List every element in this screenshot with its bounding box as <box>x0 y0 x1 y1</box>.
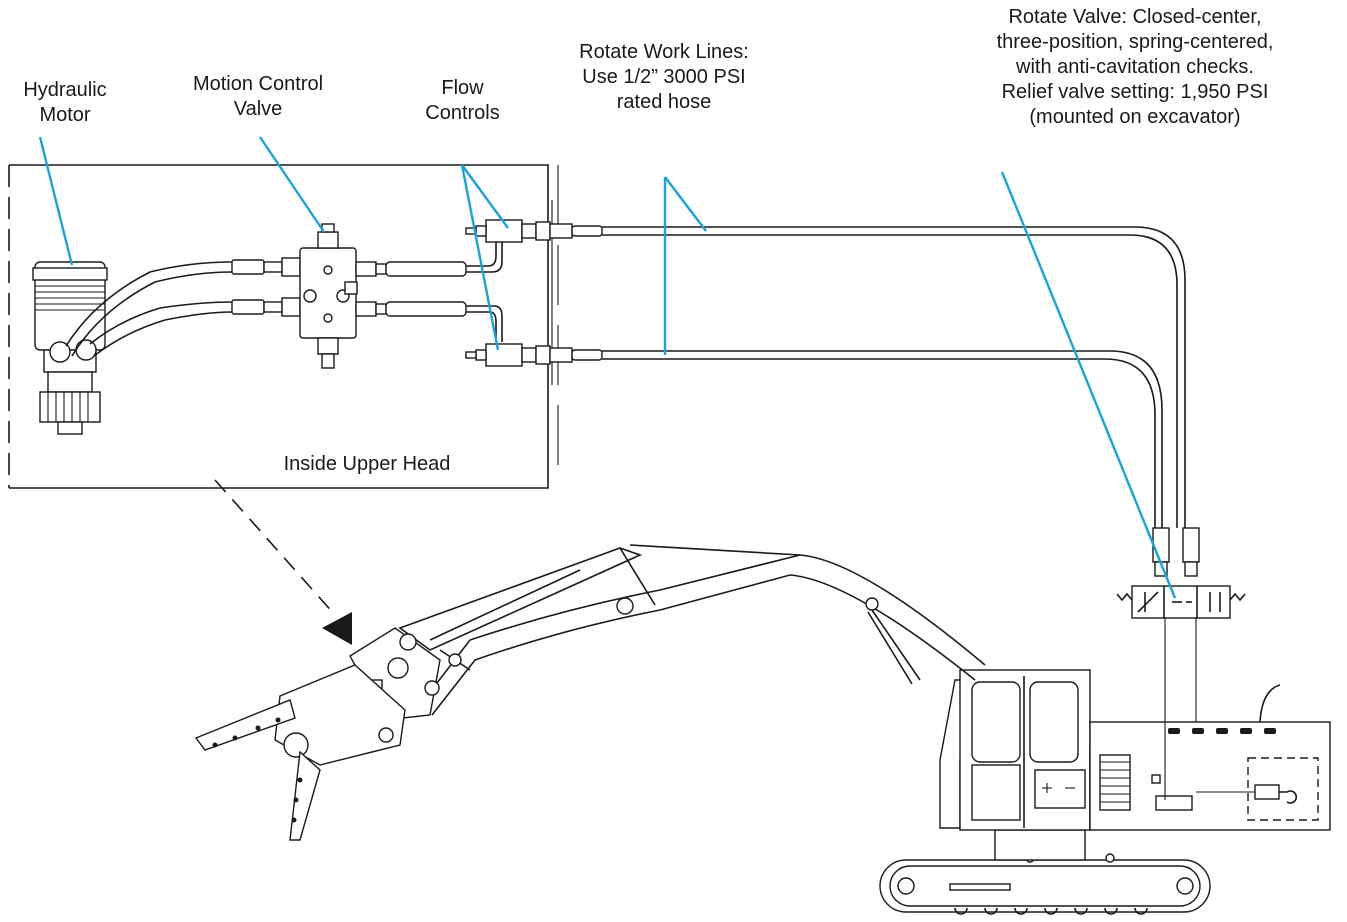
motion-control-valve <box>299 223 377 369</box>
inset-pointer-arrow <box>214 479 352 645</box>
hydraulic-motor <box>32 261 108 435</box>
label-rotate-work-lines: Rotate Work Lines: Use 1/2” 3000 PSI rat… <box>579 41 749 113</box>
valve-outlet-hoses <box>375 240 503 342</box>
motor-hoses <box>65 257 301 357</box>
label-hydraulic-motor: Hydraulic Motor <box>23 79 107 126</box>
label-inside-upper-head: Inside Upper Head <box>283 453 451 475</box>
flow-controls <box>465 219 551 367</box>
label-flow-controls: Flow Controls <box>425 77 500 124</box>
excavator <box>194 544 1331 915</box>
rotate-work-lines <box>549 223 1200 577</box>
label-rotate-valve: Rotate Valve: Closed-center, three-posit… <box>996 6 1274 128</box>
callout-lines <box>38 136 1177 599</box>
label-motion-control-valve: Motion Control Valve <box>192 73 324 120</box>
